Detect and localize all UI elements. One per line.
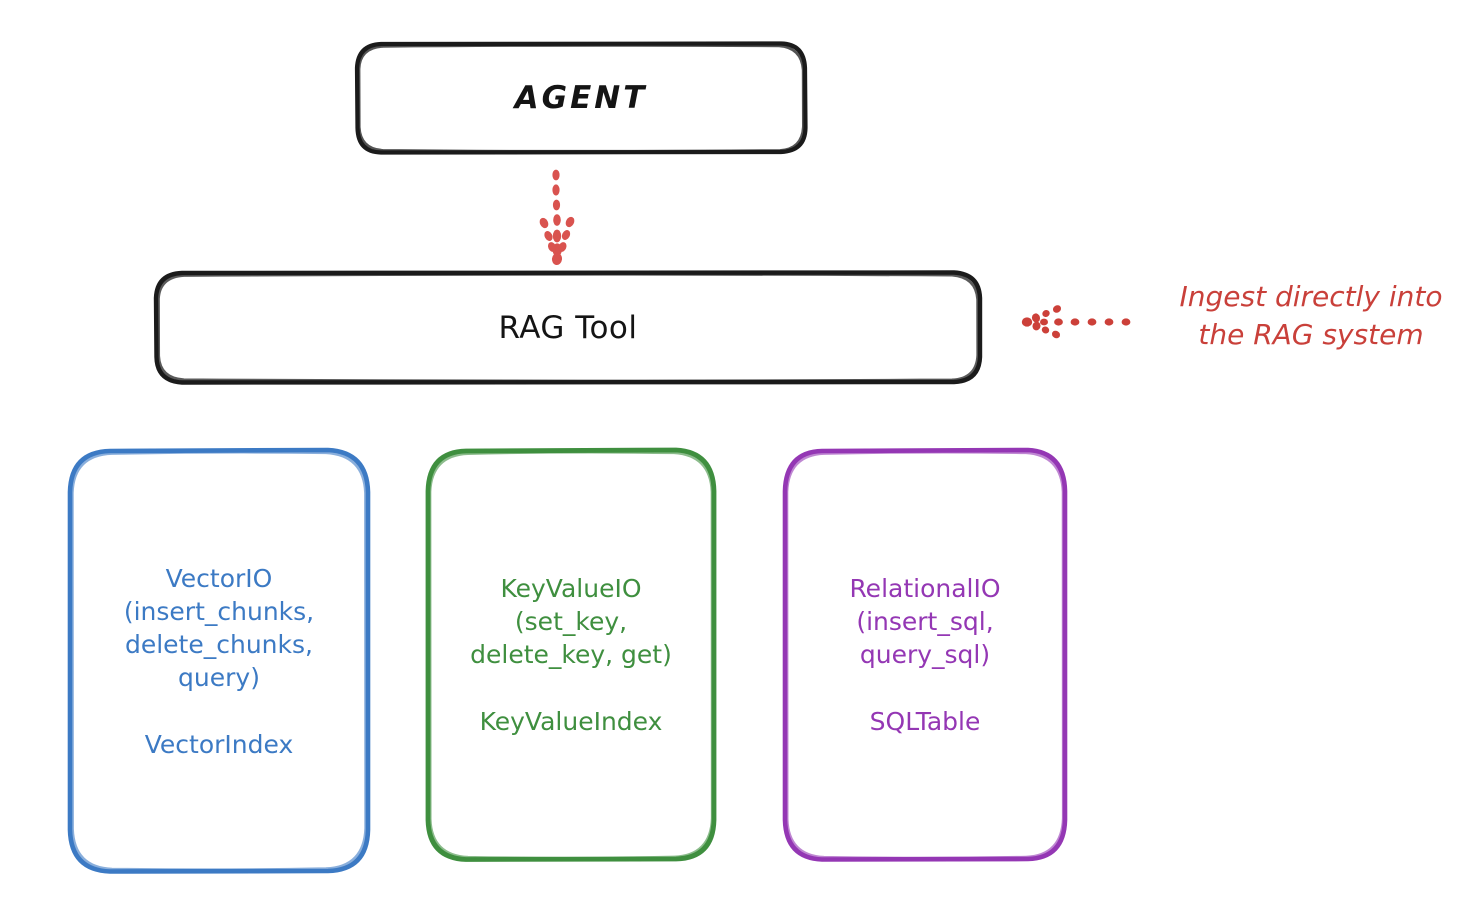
agent-to-rag-tool-arrow [539, 169, 575, 265]
node-relational-io-primary-label: RelationalIO (insert_sql, query_sql) [849, 574, 1001, 669]
node-key-value-io-secondary-label: KeyValueIndex [479, 707, 663, 736]
node-agent-label: AGENT [514, 80, 648, 116]
node-vector-io-secondary-label: VectorIndex [144, 729, 294, 759]
node-rag-tool[interactable]: RAG Tool [156, 272, 980, 383]
node-relational-io[interactable]: RelationalIO (insert_sql, query_sql) SQL… [785, 450, 1065, 860]
ingest-annotation-arrow [1021, 305, 1131, 339]
ingest-annotation-text: Ingest directly into the RAG system [1179, 280, 1443, 351]
node-vector-io-primary-label: VectorIO (insert_chunks, delete_chunks, … [123, 563, 315, 692]
node-rag-tool-label: RAG Tool [498, 309, 638, 346]
node-agent[interactable]: AGENT [357, 43, 805, 153]
node-key-value-io-primary-label: KeyValueIO (set_key, delete_key, get) [470, 574, 672, 669]
node-vector-io[interactable]: VectorIO (insert_chunks, delete_chunks, … [70, 450, 368, 872]
node-relational-io-secondary-label: SQLTable [869, 707, 981, 736]
node-key-value-io[interactable]: KeyValueIO (set_key, delete_key, get) Ke… [428, 450, 714, 860]
